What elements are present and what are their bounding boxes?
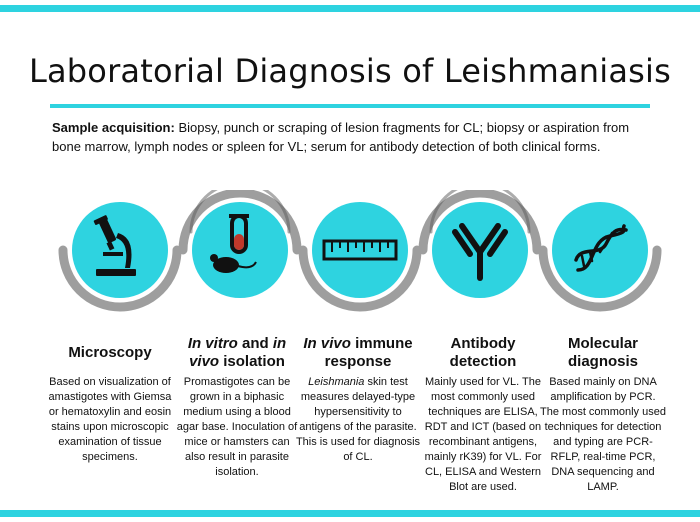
arc-bottom-3 (298, 245, 422, 312)
method-title: Antibody detection (449, 335, 517, 370)
sample-text: Biopsy, punch or scraping of lesion frag… (52, 120, 630, 154)
method-title: In vivo immune response (303, 335, 413, 370)
arc-top-4-dark (429, 190, 531, 234)
title-underline (50, 104, 650, 108)
method-description: Promastigotes can be grown in a biphasic… (176, 376, 298, 478)
method-immune-response: In vivo immune response Leishmania skin … (295, 335, 421, 465)
method-description: Leishmania skin test measures delayed-ty… (295, 376, 421, 463)
arc-top-2 (178, 190, 302, 255)
antibody-icon (452, 223, 508, 281)
arc-top-2-dark (189, 190, 291, 234)
microscope-icon (93, 215, 136, 276)
method-title: Microscopy (68, 344, 152, 361)
method-description: Based mainly on DNA amplification by PCR… (540, 376, 666, 493)
sample-acquisition: Sample acquisition: Biopsy, punch or scr… (52, 118, 652, 156)
top-accent-bar (0, 5, 700, 12)
method-description: Based on visualization of amastigotes wi… (48, 376, 172, 463)
ruler-icon (322, 239, 398, 261)
method-molecular-diagnosis: Molecular diagnosis Based mainly on DNA … (540, 335, 666, 495)
method-title: Molecular diagnosis (567, 335, 639, 370)
circle-immune (312, 202, 408, 298)
test-tube-mouse-icon (210, 214, 257, 273)
arc-top-4 (418, 190, 542, 255)
method-description: Mainly used for VL. The most commonly us… (424, 376, 542, 493)
circle-microscopy (72, 202, 168, 298)
sample-label: Sample acquisition: (52, 120, 175, 135)
method-microscopy: Microscopy Based on visualization of ama… (47, 335, 173, 465)
method-icons-diagram (58, 190, 662, 312)
arc-bottom-1 (58, 245, 182, 312)
method-title: In vitro and in vivo isolation (187, 335, 287, 370)
arc-bottom-5 (538, 245, 662, 312)
method-antibody-detection: Antibody detection Mainly used for VL. T… (420, 335, 546, 495)
page-title: Laboratorial Diagnosis of Leishmaniasis (28, 52, 672, 90)
dna-icon (574, 224, 628, 272)
bottom-accent-bar (0, 510, 700, 517)
method-isolation: In vitro and in vivo isolation Promastig… (174, 335, 300, 480)
